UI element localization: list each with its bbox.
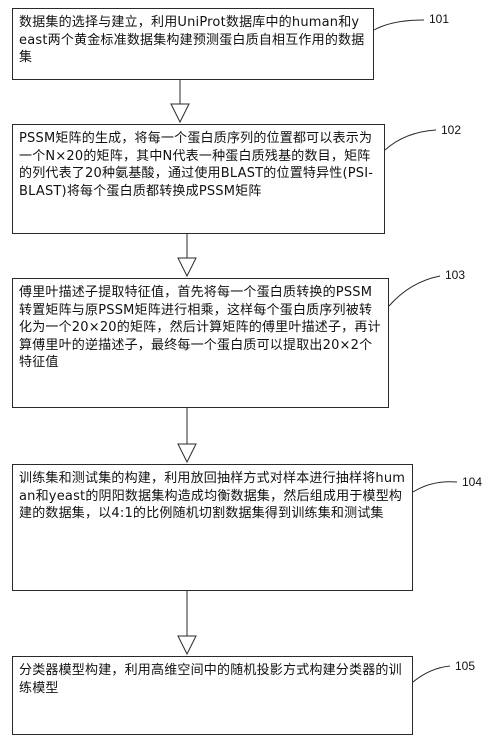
step-text-101: 数据集的选择与建立，利用UniProt数据库中的human和yeast两个黄金标…: [19, 15, 365, 65]
step-number-103: 103: [445, 268, 466, 282]
step-number-104: 104: [462, 475, 483, 489]
arrowhead-1: [170, 103, 190, 124]
step-text-102: PSSM矩阵的生成，将每一个蛋白质序列的位置都可以表示为一个N×20的矩阵，其中…: [19, 131, 374, 199]
arrowhead-4: [177, 635, 197, 656]
step-box-103: 傅里叶描述子提取特征值，首先将每一个蛋白质转换的PSSM转置矩阵与原PSSM矩阵…: [12, 278, 389, 408]
step-text-103: 傅里叶描述子提取特征值，首先将每一个蛋白质转换的PSSM转置矩阵与原PSSM矩阵…: [19, 285, 381, 370]
step-number-102: 102: [441, 123, 462, 137]
leader-line-102: [384, 129, 437, 151]
leader-line-104: [412, 481, 458, 493]
arrowhead-3: [177, 443, 197, 464]
leader-line-101: [373, 19, 425, 31]
step-text-105: 分类器模型构建，利用高维空间中的随机投影方式构建分类器的训练模型: [19, 663, 402, 696]
step-box-101: 数据集的选择与建立，利用UniProt数据库中的human和yeast两个黄金标…: [12, 8, 374, 80]
step-box-104: 训练集和测试集的构建，利用放回抽样方式对样本进行抽样将human和yeast的阴…: [12, 464, 413, 591]
step-box-105: 分类器模型构建，利用高维空间中的随机投影方式构建分类器的训练模型: [12, 656, 413, 735]
leader-line-103: [388, 275, 441, 307]
step-number-101: 101: [429, 12, 450, 26]
leader-line-105: [412, 665, 451, 683]
step-box-102: PSSM矩阵的生成，将每一个蛋白质序列的位置都可以表示为一个N×20的矩阵，其中…: [12, 124, 385, 234]
arrowhead-2: [177, 257, 197, 278]
step-text-104: 训练集和测试集的构建，利用放回抽样方式对样本进行抽样将human和yeast的阴…: [19, 471, 406, 521]
step-number-105: 105: [455, 659, 476, 673]
